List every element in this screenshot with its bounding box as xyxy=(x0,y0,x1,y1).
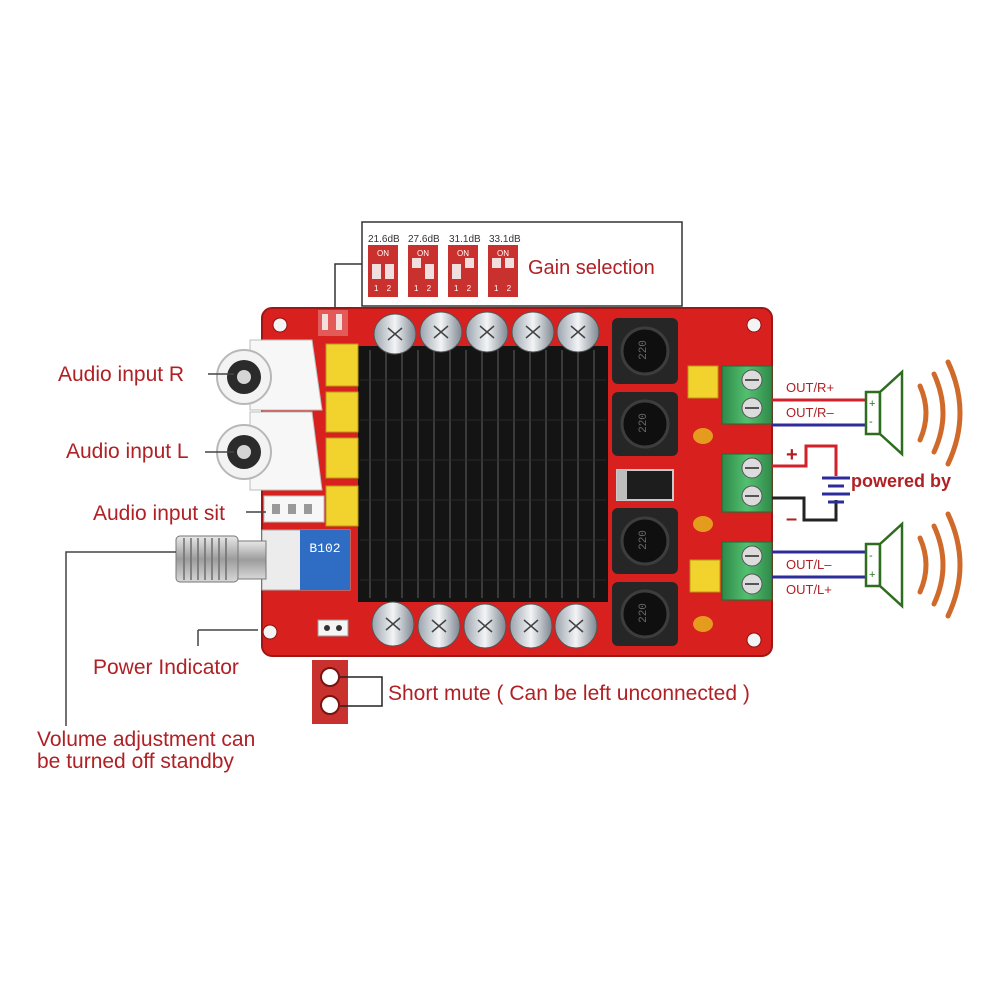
film-capacitor-right-top xyxy=(687,365,719,399)
top-capacitors xyxy=(373,311,600,355)
gain-pin-numbers: 1 2 xyxy=(374,284,395,293)
label-audio-input-l: Audio input L xyxy=(66,440,189,463)
gain-pin-numbers: 1 2 xyxy=(454,284,475,293)
label-volume-line2: be turned off standby xyxy=(37,750,234,773)
gain-callout-leader xyxy=(334,263,362,308)
label-short-mute: Short mute ( Can be left unconnected ) xyxy=(388,682,750,705)
svg-text:-: - xyxy=(869,550,873,562)
gain-value: 31.1dB xyxy=(449,234,481,245)
volume-potentiometer xyxy=(175,529,351,591)
mute-bracket xyxy=(340,676,383,707)
rca-jacks xyxy=(216,339,323,491)
label-volume-line1: Volume adjustment can xyxy=(37,728,256,751)
gain-pin-numbers: 1 2 xyxy=(414,284,435,293)
inductor-marking: 220 xyxy=(637,603,650,623)
label-gain-selection: Gain selection xyxy=(528,257,655,279)
gain-pin-numbers: 1 2 xyxy=(494,284,515,293)
inductor-marking: 220 xyxy=(637,340,650,360)
label-audio-input-r: Audio input R xyxy=(58,363,185,386)
sound-waves xyxy=(917,359,963,619)
gain-value: 33.1dB xyxy=(489,234,521,245)
gain-value: 21.6dB xyxy=(368,234,400,245)
power-plus-sign: + xyxy=(786,444,798,466)
gain-on-text: ON xyxy=(377,249,389,258)
heatsink xyxy=(358,346,608,602)
dip-switch-graphics xyxy=(368,245,518,297)
label-out-l-minus: OUT/L– xyxy=(786,557,832,572)
film-capacitors-left xyxy=(325,343,359,527)
label-out-r-minus: OUT/R– xyxy=(786,405,834,420)
film-capacitor-right-bottom xyxy=(689,559,721,593)
pot-marking: B102 xyxy=(309,541,341,556)
speaker-right xyxy=(864,369,904,457)
label-power-indicator: Power Indicator xyxy=(93,656,239,679)
gain-on-text: ON xyxy=(457,249,469,258)
screw-terminals xyxy=(721,365,773,601)
gain-on-text: ON xyxy=(497,249,509,258)
gain-on-text: ON xyxy=(417,249,429,258)
leader-lines xyxy=(65,373,266,726)
label-audio-input-sit: Audio input sit xyxy=(93,502,225,525)
inductors xyxy=(612,318,678,646)
power-minus-sign: – xyxy=(786,508,798,530)
speaker-left xyxy=(864,521,904,609)
svg-text:+: + xyxy=(869,569,875,581)
inductor-marking: 220 xyxy=(637,530,650,550)
inductor-marking: 220 xyxy=(637,413,650,433)
label-powered-by: powered by xyxy=(851,471,952,491)
svg-text:+: + xyxy=(869,398,875,410)
svg-text:-: - xyxy=(869,416,873,428)
output-wires xyxy=(772,398,866,579)
gain-value: 27.6dB xyxy=(408,234,440,245)
label-out-r-plus: OUT/R+ xyxy=(786,380,835,395)
power-wiring xyxy=(772,444,850,522)
bottom-capacitors xyxy=(371,601,598,649)
label-out-l-plus: OUT/L+ xyxy=(786,582,832,597)
